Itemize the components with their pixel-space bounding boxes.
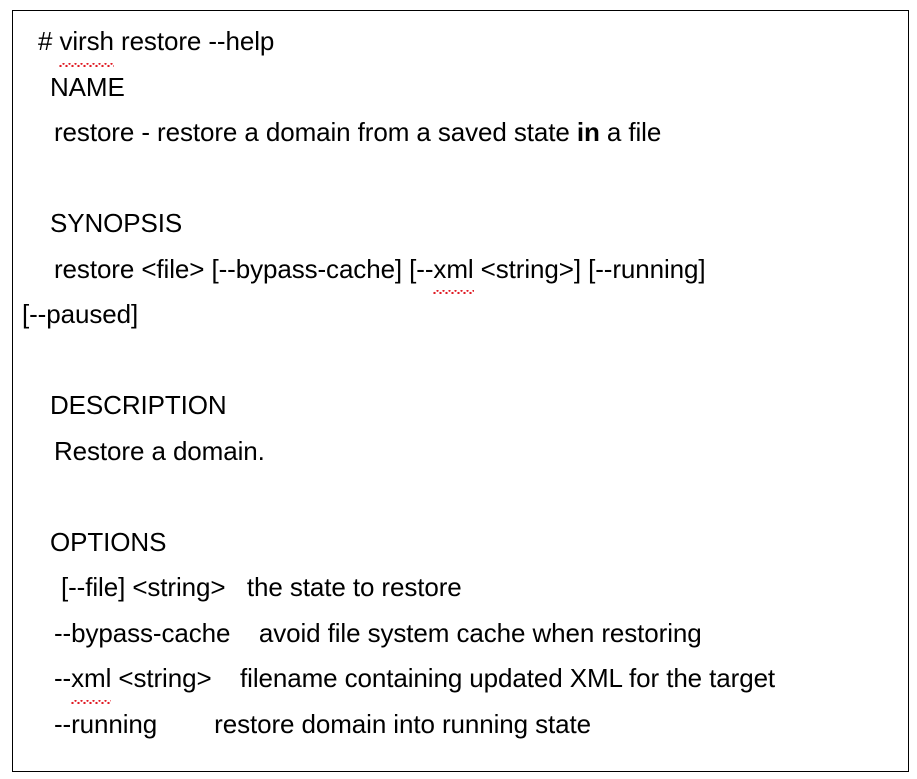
option-gap-xml [212,663,241,693]
synopsis-part-one: restore <file> [--bypass-cache] [-- [54,253,434,284]
option-description-running: restore domain into running state [214,708,591,739]
synopsis-wrapped-line: [--paused] [22,299,139,329]
synopsis-part-two: <string>] [--running] [473,253,706,284]
name-text-before-bold: restore - restore a domain from a saved … [54,117,577,147]
option-flag-bypass-cache: --bypass-cache [54,617,231,648]
name-description-line: restore - restore a domain from a saved … [22,110,902,156]
spacer-after-name [22,156,902,202]
synopsis-xml-misspelled: xml [433,247,474,294]
help-text-body[interactable]: # virsh restore --help NAME restore - re… [22,19,902,771]
option-row-running: --running restore domain into running st… [22,702,902,748]
section-heading-synopsis: SYNOPSIS [50,208,183,238]
spacer-after-synopsis [22,338,902,384]
option-flag-file: [--file] <string> [61,572,226,602]
option-gap-file [225,572,246,602]
command-prompt-line: # virsh restore --help [22,19,902,66]
name-text-after-bold: a file [599,117,662,147]
option-description-xml: filename containing updated XML for the … [240,663,776,693]
name-text-bold-in: in [576,117,600,147]
option-description-file: the state to restore [246,572,462,602]
section-heading-description: DESCRIPTION [50,390,227,420]
command-arguments: restore --help [113,26,275,56]
command-name-misspelled: virsh [59,19,115,66]
spacer-after-description [22,474,902,520]
option-row-file: [--file] <string> the state to restore [22,565,902,611]
option-flag-xml-suffix: <string> [111,663,212,693]
option-row-xml: --xml <string> filename containing updat… [22,656,902,703]
option-flag-xml-misspelled: xml [71,656,112,703]
option-gap-running [157,709,214,739]
section-heading-name: NAME [50,71,125,102]
option-gap-bypass-cache [230,618,259,648]
option-row-bypass-cache: --bypass-cache avoid file system cache w… [22,611,902,657]
option-flag-running: --running [54,708,158,739]
synopsis-usage-line: restore <file> [--bypass-cache] [--xml <… [22,247,902,294]
document-frame: # virsh restore --help NAME restore - re… [12,10,909,772]
prompt-symbol: # [38,26,60,56]
section-heading-options: OPTIONS [50,526,167,557]
option-flag-xml-prefix: -- [54,663,72,693]
option-description-bypass-cache: avoid file system cache when restoring [258,617,702,648]
description-body-line: Restore a domain. [54,435,265,466]
